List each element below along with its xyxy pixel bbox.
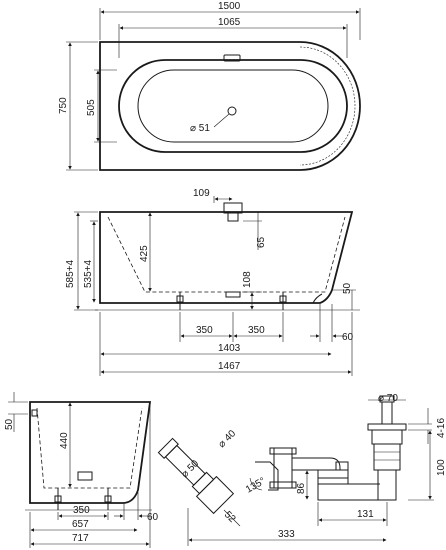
end-view: 50 440 350 60 657 717: [4, 392, 159, 548]
end-inner-depth-label: 440: [59, 432, 70, 449]
drain-diameter-label: ⌀ 51: [190, 123, 210, 134]
angled-outlet-pipe: [157, 437, 235, 515]
inner-length-label: 1065: [218, 17, 241, 28]
tub-outline-top: [99, 41, 361, 171]
plinth-offset-label: 60: [342, 332, 354, 343]
plug-assembly: [367, 395, 407, 501]
angle-label: 135°: [244, 476, 267, 496]
height-inner-label: 535+4: [83, 259, 94, 288]
waste-detail: ⌀ 70 4-16 100 86 131 333 ⌀ 50 ⌀ 40 135° …: [157, 393, 446, 546]
tub-outline-end: [29, 401, 152, 504]
height-label: 585+4: [65, 259, 76, 288]
plinth-height-label: 50: [342, 282, 353, 294]
length-total-label: 1467: [218, 361, 241, 372]
tub-outline-side: [99, 211, 354, 304]
side-view: 109 65 585+4 535+4 425 108 50 350 35: [65, 188, 360, 376]
leg-spacing-right-label: 350: [248, 325, 265, 336]
end-length-inner-label: 657: [72, 519, 89, 530]
plug-height-label: 100: [436, 459, 446, 476]
inner-basin-dashed: [107, 216, 346, 293]
outlet-size-label: 52: [222, 509, 238, 525]
end-plinth-offset-label: 60: [147, 512, 159, 523]
end-rim-height-label: 50: [4, 418, 15, 430]
trap-offset-label: 131: [357, 509, 374, 520]
plug-diameter-label: ⌀ 70: [378, 393, 398, 404]
tub-inner-rim: [118, 59, 348, 153]
inner-basin-end-dashed: [36, 407, 143, 489]
top-view: ⌀ 51 1500 1065 750 505: [58, 1, 361, 171]
overflow-outline: [223, 54, 241, 62]
inner-width-label: 505: [86, 99, 97, 116]
overflow-height-label: 65: [256, 236, 267, 248]
pipe-diameter-50-label: ⌀ 50: [179, 458, 201, 480]
pipe-diameter-40-label: ⌀ 40: [216, 428, 238, 450]
overflow-offset-label: 109: [193, 188, 210, 199]
end-length-total-label: 717: [72, 533, 89, 544]
inner-depth-label: 425: [139, 245, 150, 262]
total-length-label: 333: [278, 529, 295, 540]
leg-spacing-left-label: 350: [196, 325, 213, 336]
drain-circle: [227, 106, 237, 116]
width-label: 1500: [218, 1, 241, 12]
end-leg-spacing-label: 350: [73, 505, 90, 516]
trap-height-label: 86: [296, 482, 307, 494]
depth-label: 750: [58, 97, 69, 114]
length-inner-label: 1403: [218, 343, 241, 354]
plug-adjust-label: 4-16: [436, 418, 446, 438]
drain-height-label: 108: [242, 271, 253, 288]
